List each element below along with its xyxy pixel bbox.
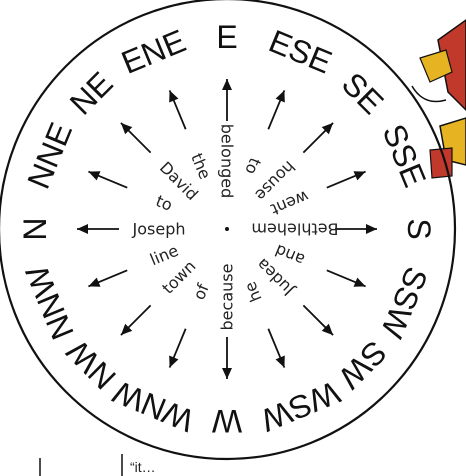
spoke-word-e: belonged (218, 124, 237, 199)
direction-label-sse: SSE (376, 119, 434, 192)
spoke-word-wnw: of (189, 281, 213, 303)
spoke-word-ene: the (187, 150, 215, 182)
direction-label-n: N (17, 217, 53, 240)
direction-label-se: SE (335, 65, 391, 121)
direction-label-ne: NE (63, 65, 120, 122)
spoke-word-wsw: he (240, 279, 265, 305)
direction-label-nnw: NNW (18, 260, 81, 345)
spoke-word-w: because (218, 264, 237, 331)
arrowhead-e (222, 79, 232, 90)
spoke-word-ssw: and (272, 240, 307, 269)
spoke-word-s: Bethlehem (251, 220, 338, 239)
margin-fragment-text: “it… (130, 459, 156, 475)
direction-label-sw: SW (331, 334, 393, 396)
direction-label-wnw: WNW (107, 373, 199, 439)
direction-label-nw: NW (59, 333, 123, 397)
arrowhead-s (366, 224, 377, 234)
spoke-word-ese: to (241, 155, 265, 177)
direction-label-ssw: SSW (374, 262, 435, 344)
arrowhead-w (222, 368, 232, 379)
spoke-word-nne: to (153, 191, 175, 215)
spoke-word-n: Joseph (132, 220, 186, 239)
direction-label-ene: ENE (116, 22, 191, 80)
direction-label-w: W (211, 403, 242, 439)
direction-label-nne: NNE (20, 117, 79, 193)
center-dot (225, 227, 229, 231)
spoke-word-nnw: line (147, 241, 181, 270)
direction-label-s: S (401, 218, 437, 239)
direction-label-e: E (216, 19, 237, 55)
direction-label-wsw: WSW (255, 374, 345, 439)
arrowhead-n (77, 224, 88, 234)
direction-label-ese: ESE (264, 23, 337, 81)
